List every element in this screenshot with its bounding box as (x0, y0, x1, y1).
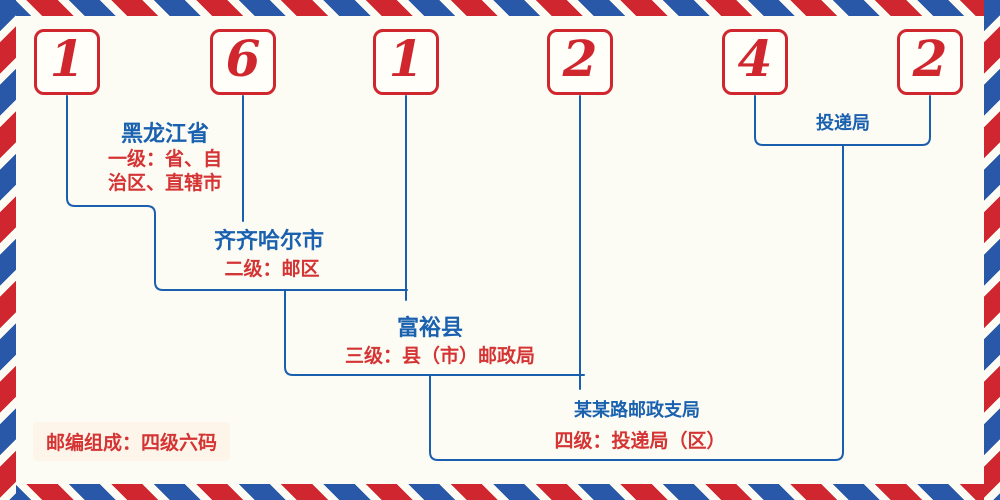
airmail-border-bottom (0, 484, 1000, 500)
postal-digit-box-1: 1 (34, 29, 100, 95)
postal-digit-box-5: 4 (722, 29, 788, 95)
airmail-border-right (984, 0, 1000, 500)
postal-digit: 6 (225, 29, 261, 88)
postal-digit: 1 (49, 29, 85, 88)
postal-digit-box-6: 2 (897, 29, 963, 95)
airmail-border-left (0, 0, 16, 500)
postal-digit: 2 (912, 29, 948, 88)
footer-note: 邮编组成：四级六码 (33, 422, 231, 461)
connector-level4 (429, 144, 844, 461)
connector-delivery-bracket (754, 95, 931, 146)
level3-title: 富裕县 (396, 316, 464, 341)
postal-digit-box-4: 2 (547, 29, 613, 95)
level3-desc: 三级：县（市）邮政局 (344, 345, 536, 367)
level1-desc: 一级：省、自 治区、直辖市 (108, 147, 222, 195)
airmail-border-top (0, 0, 1000, 16)
level4-desc: 四级：投递局（区） (554, 430, 726, 452)
level1-title: 黑龙江省 (120, 122, 210, 147)
postal-digit: 2 (562, 29, 598, 88)
postal-digit-box-3: 1 (373, 29, 439, 95)
level1-desc-line2: 治区、直辖市 (107, 172, 223, 194)
delivery-office-label: 投递局 (816, 113, 870, 134)
postal-digit-box-2: 6 (210, 29, 276, 95)
level4-title: 某某路邮政支局 (574, 400, 700, 421)
level2-title: 齐齐哈尔市 (213, 229, 325, 254)
postal-digit: 4 (737, 29, 773, 88)
connector-level3 (284, 289, 585, 376)
level2-desc: 二级：邮区 (224, 258, 320, 280)
connector-level1 (66, 95, 408, 291)
level1-desc-line1: 一级：省、自 (107, 148, 223, 170)
postal-digit: 1 (388, 29, 424, 88)
